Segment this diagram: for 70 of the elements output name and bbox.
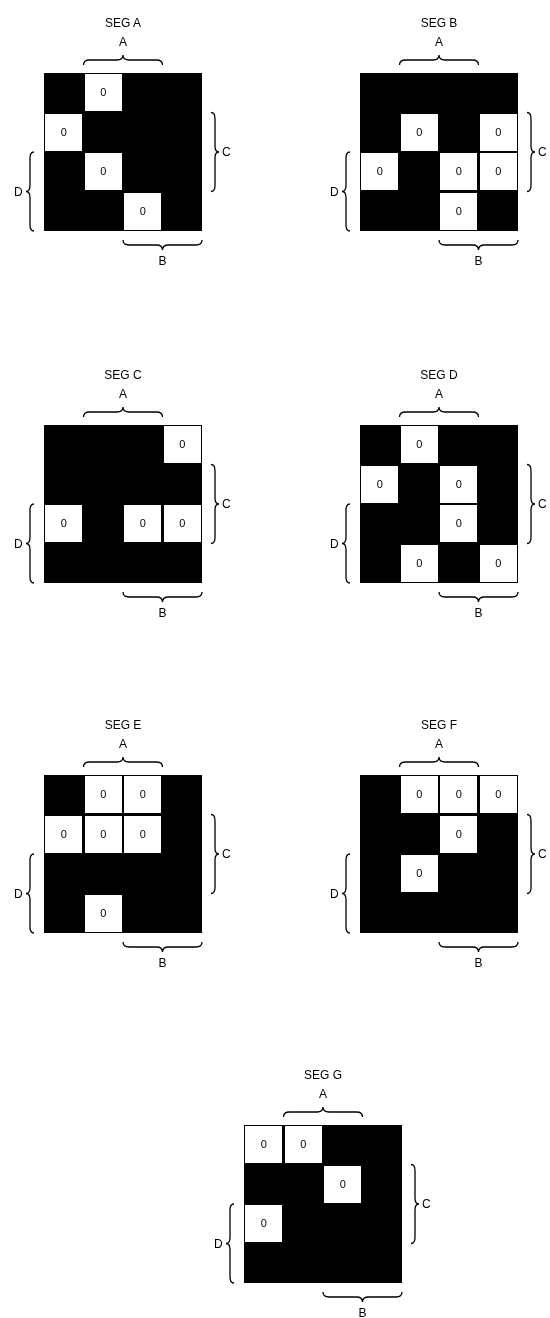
- map-cell: 0: [45, 815, 83, 853]
- variable-label: A: [119, 35, 127, 49]
- map-cell: 0: [440, 815, 478, 853]
- map-cell: 0: [440, 192, 478, 230]
- variable-label: D: [330, 184, 339, 199]
- map-title: SEG B: [419, 16, 459, 30]
- map-cell: 0: [400, 855, 438, 893]
- variable-label: C: [538, 497, 547, 511]
- variable-label: A: [119, 737, 127, 751]
- map-cell: 0: [84, 74, 122, 112]
- map-cell: 0: [245, 1126, 283, 1164]
- variable-label: B: [474, 254, 483, 268]
- variable-label: B: [158, 606, 167, 620]
- map-title: SEG F: [420, 718, 458, 732]
- map-cell: 0: [45, 113, 83, 151]
- map-cell: 0: [440, 776, 478, 814]
- map-cell: 0: [284, 1126, 322, 1164]
- map-cell: 0: [440, 465, 478, 503]
- map-cell: 0: [163, 426, 201, 464]
- variable-label: A: [119, 387, 127, 401]
- map-cell: 0: [84, 894, 122, 932]
- variable-label: C: [222, 497, 231, 511]
- map-title: SEG C: [103, 368, 143, 382]
- variable-label: D: [214, 1236, 223, 1251]
- map-cell: 0: [124, 192, 162, 230]
- map-title: SEG E: [103, 718, 143, 732]
- variable-label: A: [319, 1087, 327, 1101]
- variable-label: D: [330, 536, 339, 551]
- variable-label: C: [538, 847, 547, 861]
- map-cell: 0: [440, 153, 478, 191]
- variable-label: B: [358, 1306, 367, 1318]
- map-cell: 0: [400, 113, 438, 151]
- map-cell: 0: [84, 776, 122, 814]
- map-cell: 0: [163, 505, 201, 543]
- map-cell: 0: [324, 1165, 362, 1203]
- map-cell: 0: [400, 426, 438, 464]
- variable-label: C: [422, 1197, 431, 1211]
- variable-label: B: [158, 254, 167, 268]
- map-cell: 0: [479, 113, 517, 151]
- variable-label: C: [222, 847, 231, 861]
- map-cell: 0: [479, 153, 517, 191]
- variable-label: C: [538, 145, 547, 159]
- map-cell: 0: [361, 465, 399, 503]
- variable-label: D: [14, 184, 23, 199]
- map-cell: 0: [245, 1205, 283, 1243]
- map-title: SEG D: [419, 368, 459, 382]
- map-cell: 0: [479, 544, 517, 582]
- map-cell: 0: [124, 505, 162, 543]
- map-cell: 0: [440, 505, 478, 543]
- variable-label: B: [474, 606, 483, 620]
- map-cell: 0: [45, 505, 83, 543]
- variable-label: D: [14, 886, 23, 901]
- variable-label: B: [474, 956, 483, 970]
- variable-label: A: [435, 737, 443, 751]
- map-title: SEG G: [303, 1068, 343, 1082]
- map-cell: 0: [479, 776, 517, 814]
- variable-label: A: [435, 35, 443, 49]
- map-cell: 0: [84, 815, 122, 853]
- variable-label: A: [435, 387, 443, 401]
- map-cell: 0: [84, 153, 122, 191]
- map-cell: 0: [400, 544, 438, 582]
- variable-label: D: [14, 536, 23, 551]
- map-cell: 0: [124, 815, 162, 853]
- map-cell: 0: [124, 776, 162, 814]
- variable-label: C: [222, 145, 231, 159]
- variable-label: D: [330, 886, 339, 901]
- variable-label: B: [158, 956, 167, 970]
- map-title: SEG A: [104, 16, 142, 30]
- map-cell: 0: [361, 153, 399, 191]
- map-cell: 0: [400, 776, 438, 814]
